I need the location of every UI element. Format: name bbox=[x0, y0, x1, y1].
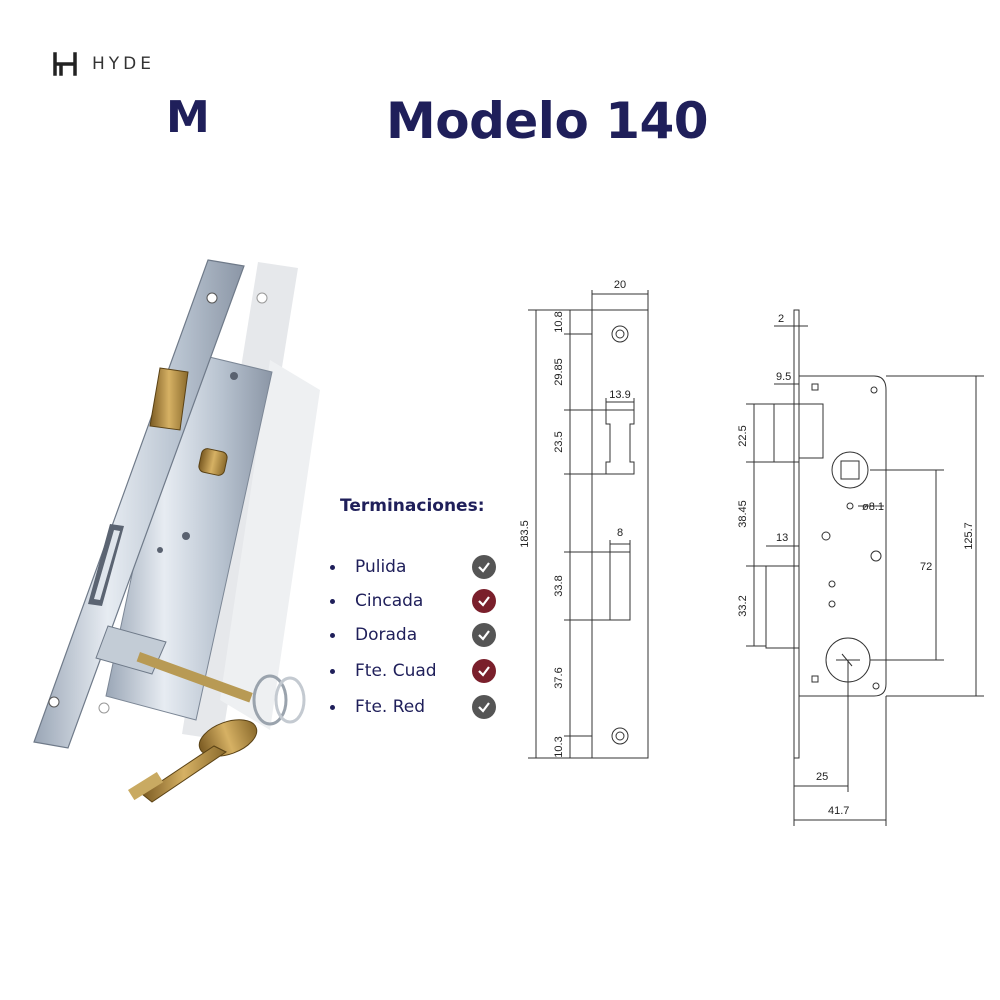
check-icon bbox=[472, 623, 496, 647]
check-icon bbox=[472, 555, 496, 579]
dim-top-hole: 10.8 bbox=[553, 311, 565, 332]
check-icon bbox=[472, 589, 496, 613]
dim-bolt-throw: 13 bbox=[776, 532, 788, 544]
bullet bbox=[330, 564, 335, 570]
dim-latch-height: 22.5 bbox=[737, 425, 749, 446]
dim-spindle-to-cylinder: 72 bbox=[920, 561, 932, 573]
finish-label: Fte. Red bbox=[355, 697, 426, 717]
finish-item-dorada: Dorada bbox=[326, 618, 496, 652]
bullet bbox=[330, 668, 335, 674]
finish-item-pulida: Pulida bbox=[326, 550, 496, 584]
finish-label: Pulida bbox=[355, 557, 407, 577]
dim-hole-to-latch: 29.85 bbox=[553, 358, 565, 386]
brand-logo: HYDE bbox=[52, 52, 155, 76]
dim-latch-to-bolt: 38.45 bbox=[737, 500, 749, 528]
dim-backset: 25 bbox=[816, 771, 828, 783]
finishes-panel: Terminaciones: Pulida Cincada Dorada Fte… bbox=[326, 496, 506, 719]
dim-bolt-height: 33.8 bbox=[553, 575, 565, 596]
brand-name: HYDE bbox=[92, 54, 155, 74]
brand-h-icon bbox=[53, 52, 77, 76]
dim-plate-thickness: 2 bbox=[778, 313, 784, 325]
title-fragment: M bbox=[166, 92, 210, 143]
dim-bottom-hole: 10.3 bbox=[553, 736, 565, 757]
finish-label: Fte. Cuad bbox=[355, 661, 437, 681]
dim-body-height: 125.7 bbox=[963, 522, 975, 550]
finishes-heading: Terminaciones: bbox=[340, 496, 485, 516]
dim-body-depth: 41.7 bbox=[828, 805, 849, 817]
dim-bolt-height: 33.2 bbox=[737, 595, 749, 616]
bullet bbox=[330, 632, 335, 638]
page-title: Modelo 140 bbox=[386, 92, 709, 150]
bullet bbox=[330, 704, 335, 710]
lock-product-image bbox=[33, 259, 320, 803]
finish-label: Cincada bbox=[355, 591, 424, 611]
finish-label: Dorada bbox=[355, 625, 418, 645]
finish-item-fte-red: Fte. Red bbox=[326, 690, 496, 724]
check-icon bbox=[472, 659, 496, 683]
bullet bbox=[330, 598, 335, 604]
finish-item-cincada: Cincada bbox=[326, 584, 496, 618]
dim-latch-offset: 9.5 bbox=[776, 371, 791, 383]
finish-item-fte-cuad: Fte. Cuad bbox=[326, 654, 496, 688]
dim-bolt-to-hole: 37.6 bbox=[553, 667, 565, 688]
dim-spindle: ø8.1 bbox=[862, 501, 884, 513]
dim-latch-height: 23.5 bbox=[553, 431, 565, 452]
dim-bolt-width: 8 bbox=[617, 527, 623, 539]
dim-latch-width: 13.9 bbox=[609, 389, 630, 401]
dim-total-height: 183.5 bbox=[519, 520, 531, 548]
check-icon bbox=[472, 695, 496, 719]
dim-width: 20 bbox=[614, 279, 626, 291]
